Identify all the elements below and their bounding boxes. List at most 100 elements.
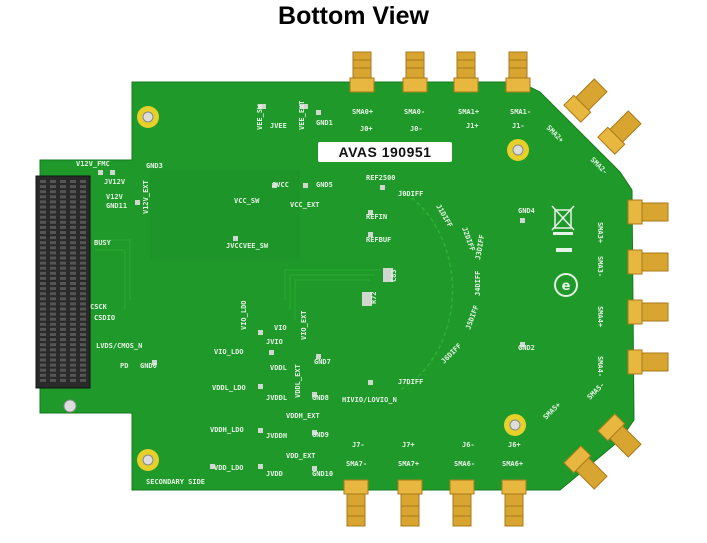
silk-label-gnd11: GND11 [106,202,127,210]
fmc-pin [40,261,46,265]
silk-label-j0diff: J0DIFF [398,190,423,198]
silk-label-ref2500: REF2500 [366,174,396,182]
fmc-pin [50,256,56,260]
fmc-pin [40,271,46,275]
fmc-pin [80,312,86,316]
fmc-pin [40,220,46,224]
fmc-pin [80,205,86,209]
fmc-pin [60,195,66,199]
fmc-pin [50,327,56,331]
fmc-pin [80,322,86,326]
fmc-pin [50,307,56,311]
fmc-pin [60,333,66,336]
fmc-pin [80,327,86,331]
fmc-pin [70,322,76,326]
fmc-pin [70,333,76,336]
fmc-pin [50,190,56,194]
weee-bin-icon [551,205,575,235]
fmc-pin [50,333,56,336]
fmc-pin [80,282,86,285]
fmc-pin [80,200,86,204]
fmc-pin [70,220,76,224]
fmc-pin [50,363,56,367]
fmc-pin [40,276,46,280]
silk-label-vddh-ext: VDDH_EXT [286,412,320,420]
fmc-pin [80,338,86,342]
sma-connector [349,51,375,93]
fmc-pin [60,307,66,311]
silk-label-j7p: J7+ [402,441,415,449]
fmc-pin [70,200,76,204]
silk-label-jvddh: JVDDH [266,432,287,440]
fmc-pin [70,358,76,362]
fmc-pin [70,185,76,189]
fmc-pin [60,215,66,219]
fmc-pin [40,327,46,331]
silk-label-busy: BUSY [94,239,112,247]
fmc-pin [50,220,56,224]
silk-label-vdd-ldo: VDD_LDO [214,464,244,472]
silk-label-sma3m: SMA3- [596,256,604,277]
silk-bar [556,248,572,252]
fmc-pin [70,210,76,214]
fmc-pin [60,276,66,280]
fmc-pin [80,185,86,189]
fmc-pin [40,333,46,336]
silk-label-j1m: J1- [512,122,525,130]
fmc-pin [50,368,56,372]
fmc-pin [70,190,76,194]
silk-label-j1p: J1+ [466,122,479,130]
silk-label-jv12v: JV12V [104,178,126,186]
sma-connector [397,479,423,527]
fmc-pin [80,297,86,301]
silk-label-gnd3: GND3 [146,162,163,170]
sma-connector [453,51,479,93]
fmc-pin [40,312,46,316]
fmc-pin [50,292,56,296]
silk-label-vdd-ext: VDD_EXT [286,452,316,460]
fmc-pin [70,282,76,285]
fmc-pin [40,231,46,234]
silk-label-jvio: JVIO [266,338,283,346]
silk-label-vddl: VDDL [270,364,287,372]
silk-label-vio: VIO [274,324,287,332]
fmc-pin [50,312,56,316]
silk-label-sma0m: SMA0- [404,108,425,116]
silk-label-j6p: J6+ [508,441,521,449]
silk-label-csdio: CSDIO [94,314,115,322]
fmc-pin [40,368,46,372]
fmc-pin [80,246,86,250]
fmc-pin [40,225,46,229]
silk-label-gnd5: GND5 [316,181,333,189]
fmc-pin [50,348,56,352]
silk-label-vddl-ext: VDDL_EXT [294,364,302,398]
fmc-pin [40,190,46,194]
silk-label-refbuf: REFBUF [366,236,391,244]
fmc-pin [50,241,56,245]
fmc-pin [70,271,76,275]
silk-label-gnd0: GND0 [140,362,157,370]
fmc-pin [80,363,86,367]
silk-label-vddh-ldo: VDDH_LDO [210,426,244,434]
fmc-pin [50,287,56,291]
fmc-pin [40,180,46,183]
silk-label-v12v-ext: V12V_EXT [142,180,150,214]
silk-label-csck: CSCK [90,303,108,311]
fmc-pin [70,236,76,240]
fmc-pin [50,373,56,377]
fmc-pin [50,231,56,234]
fmc-pin [80,215,86,219]
fmc-pin [50,353,56,357]
fmc-pin [50,282,56,285]
fmc-pin [40,338,46,342]
fmc-pin [50,185,56,189]
fmc-pin [70,292,76,296]
silk-label-secondary-side: SECONDARY SIDE [146,478,205,486]
fmc-pin [50,246,56,250]
fmc-pin [80,180,86,183]
fmc-pin [70,317,76,321]
silk-label-jvdd: JVDD [266,470,283,478]
fmc-pin [70,297,76,301]
fmc-pin [70,378,76,382]
fmc-pin [60,363,66,367]
